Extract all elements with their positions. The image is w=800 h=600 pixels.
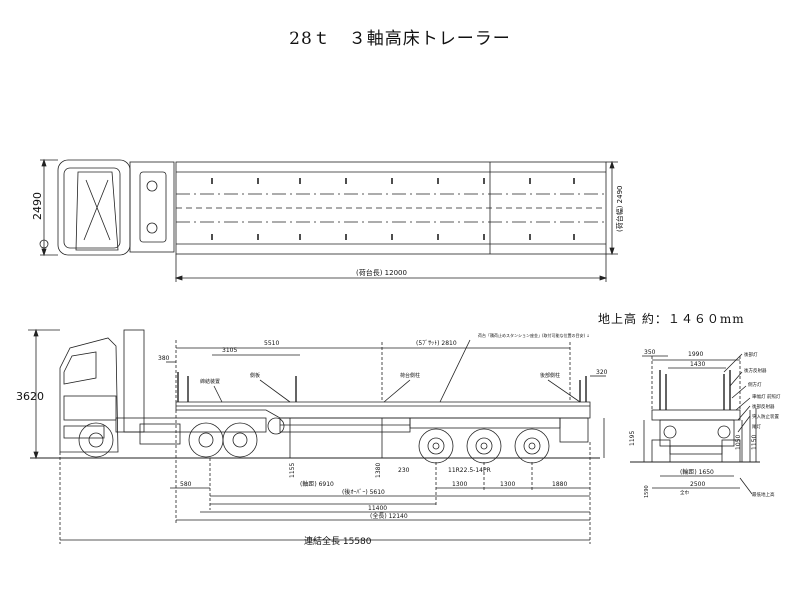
tractor-rear-wheel-2 — [222, 422, 258, 458]
dim-320: 320 — [596, 369, 608, 376]
rear-lbl-1: 後部灯 — [744, 351, 758, 358]
rear-dim-1050: 1050 — [735, 435, 742, 450]
top-width-inner-label: (荷台幅) 2490 — [615, 185, 624, 232]
trailer-deck — [175, 401, 591, 419]
rear-dim-1590: 1590 — [644, 485, 650, 498]
dim-11400: 11400 — [368, 505, 387, 512]
rear-lbl-9: 全巾 — [680, 489, 689, 496]
axle-1300b: 1300 — [500, 481, 515, 488]
rear-lbl-8: 最低地上高 — [752, 491, 775, 498]
lbl-rack: 側板 — [250, 372, 260, 379]
dim-1155: 1155 — [289, 463, 296, 478]
rear-dim-1430: 1430 — [690, 361, 705, 368]
overall-label: (全長) 12140 — [370, 512, 408, 520]
rear-wheels-left — [651, 439, 671, 463]
top-width-label: 2490 — [31, 192, 44, 220]
wheelbase-label: (軸距) 6910 — [300, 480, 334, 488]
drawing-title: 28ｔ ３軸高床トレーラー — [289, 29, 511, 49]
rear-view — [630, 353, 760, 495]
side-cab — [59, 337, 119, 453]
top-view — [39, 158, 618, 282]
rear-dim-2500: 2500 — [690, 481, 705, 488]
dim-3105: 3105 — [222, 347, 237, 354]
rear-dim-1990: 1990 — [688, 351, 703, 358]
note-top: 荷台「積荷止めスタンション座金」(取付可能な位置の目安) ↓ — [478, 332, 590, 338]
dim-230: 230 — [398, 467, 410, 474]
lbl-king: 締結装置 — [200, 378, 220, 385]
lbl-rear: 後部側柱 — [540, 372, 560, 379]
side-height-label: 3620 — [16, 390, 44, 403]
dim-1380: 1380 — [375, 463, 382, 478]
tire-size: 11R22.5-14PR — [448, 467, 491, 474]
dim-1880: 1880 — [552, 481, 567, 488]
rear-lbl-6: 突入防止装置 — [752, 413, 779, 420]
dim-5510: 5510 — [264, 340, 279, 347]
rear-lbl-5: 後部反射器 — [752, 403, 775, 410]
rear-lbl-4: 車幅灯 前照灯 — [752, 393, 781, 400]
axle-1300a: 1300 — [452, 481, 467, 488]
rear-dim-1150: 1150 — [751, 435, 758, 450]
rear-lbl-3: 側方灯 — [748, 381, 762, 388]
dim-380: 380 — [158, 355, 170, 362]
ground-height-note: 地上高 約：１４６０mm — [598, 312, 745, 326]
rear-dim-1195: 1195 — [629, 431, 636, 446]
top-deck-length-label: (荷台長) 12000 — [356, 268, 407, 277]
total-length-label: 連結全長 15580 — [304, 535, 372, 547]
lbl-side: 荷台側柱 — [400, 372, 420, 379]
tractor-rear-wheel-1 — [188, 422, 224, 458]
rear-lbl-2: 後方反射器 — [744, 367, 767, 374]
overhang-label: (後ｵｰﾊﾞｰ) 5610 — [342, 488, 385, 496]
rear-deck — [651, 409, 741, 421]
rear-dim-1650: (輪距) 1650 — [680, 468, 714, 476]
rear-dim-350: 350 — [644, 349, 656, 356]
tractor-front-wheel — [78, 422, 114, 458]
rear-lbl-7: 尾灯 — [752, 423, 761, 430]
top-cab — [57, 159, 131, 256]
fifth-wheel-label: (5ﾌﾞｻｯﾄ) 2810 — [416, 340, 457, 347]
side-view — [28, 328, 606, 544]
dim-580: 580 — [180, 481, 192, 488]
